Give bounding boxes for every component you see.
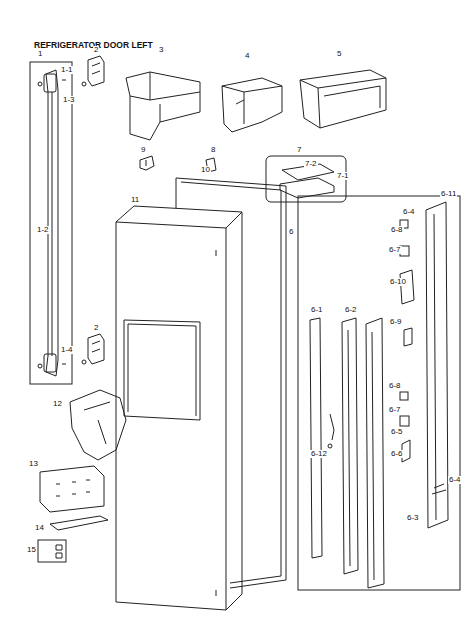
- case: [280, 178, 334, 198]
- strip: [342, 318, 358, 574]
- door-bin: [222, 78, 282, 132]
- callout-number: 6-7: [388, 246, 402, 254]
- callout-number: 2: [93, 324, 99, 332]
- callout-number: 6-7: [388, 406, 402, 414]
- callout-number: 12: [52, 400, 63, 408]
- group-bracket: [298, 196, 460, 590]
- strip: [366, 318, 384, 588]
- callout-number: 6-10: [389, 278, 407, 286]
- callout-number: 1-3: [62, 96, 76, 104]
- callout-number: 1-4: [60, 346, 74, 354]
- callout-number: 4: [244, 52, 250, 60]
- callout-number: 13: [28, 460, 39, 468]
- small-parts: [328, 220, 446, 494]
- callout-number: 11: [130, 196, 140, 204]
- door-bin: [222, 86, 282, 124]
- callout-number: 14: [34, 524, 45, 532]
- callout-number: 6-2: [344, 306, 358, 314]
- group-bracket: [30, 62, 72, 384]
- callout-number: 2: [93, 46, 99, 54]
- callout-number: 3: [158, 46, 164, 54]
- door-panel: [116, 206, 242, 610]
- door-gasket: [176, 178, 286, 588]
- callout-number: 15: [26, 546, 37, 554]
- callout-number: 6-1: [310, 306, 324, 314]
- callout-number: 9: [140, 146, 146, 154]
- handle-bracket: [82, 56, 104, 364]
- callout-number: 6-5: [390, 428, 404, 436]
- door-bin: [300, 70, 386, 128]
- control-panel: [40, 466, 104, 512]
- callout-number: 7: [296, 146, 302, 154]
- label-sticker: [38, 540, 66, 562]
- control-panel: [56, 480, 90, 496]
- callout-number: 7-2: [304, 160, 318, 168]
- door-handle: [38, 70, 66, 376]
- callout-number: 6-4: [402, 208, 416, 216]
- callout-number: 6-8: [388, 382, 402, 390]
- callout-number: 1-2: [36, 226, 50, 234]
- callout-number: 1: [37, 50, 43, 58]
- door-frame: [426, 202, 448, 528]
- door-hinge: [140, 156, 154, 170]
- group-bracket: [266, 156, 346, 202]
- dispenser: [70, 390, 126, 460]
- callout-number: 6-3: [406, 514, 420, 522]
- callout-number: 8: [210, 146, 216, 154]
- callout-number: 6-9: [389, 318, 403, 326]
- callout-number: 6-6: [390, 450, 404, 458]
- callout-number: 10: [200, 166, 211, 174]
- callout-number: 6-4: [448, 476, 462, 484]
- strip: [310, 318, 322, 558]
- callout-number: 1-1: [60, 66, 74, 74]
- wire: [330, 414, 334, 440]
- door-bin: [300, 78, 386, 128]
- callout-number: 6: [288, 228, 294, 236]
- callout-number: 7-1: [336, 172, 350, 180]
- door-bin: [130, 72, 200, 122]
- callout-number: 5: [336, 50, 342, 58]
- callout-number: 6-12: [310, 450, 328, 458]
- callout-number: 6-8: [390, 226, 404, 234]
- trim-bar: [50, 516, 108, 530]
- door-bin: [126, 72, 200, 140]
- callout-number: 6-11: [440, 190, 457, 198]
- label-sticker: [56, 545, 62, 558]
